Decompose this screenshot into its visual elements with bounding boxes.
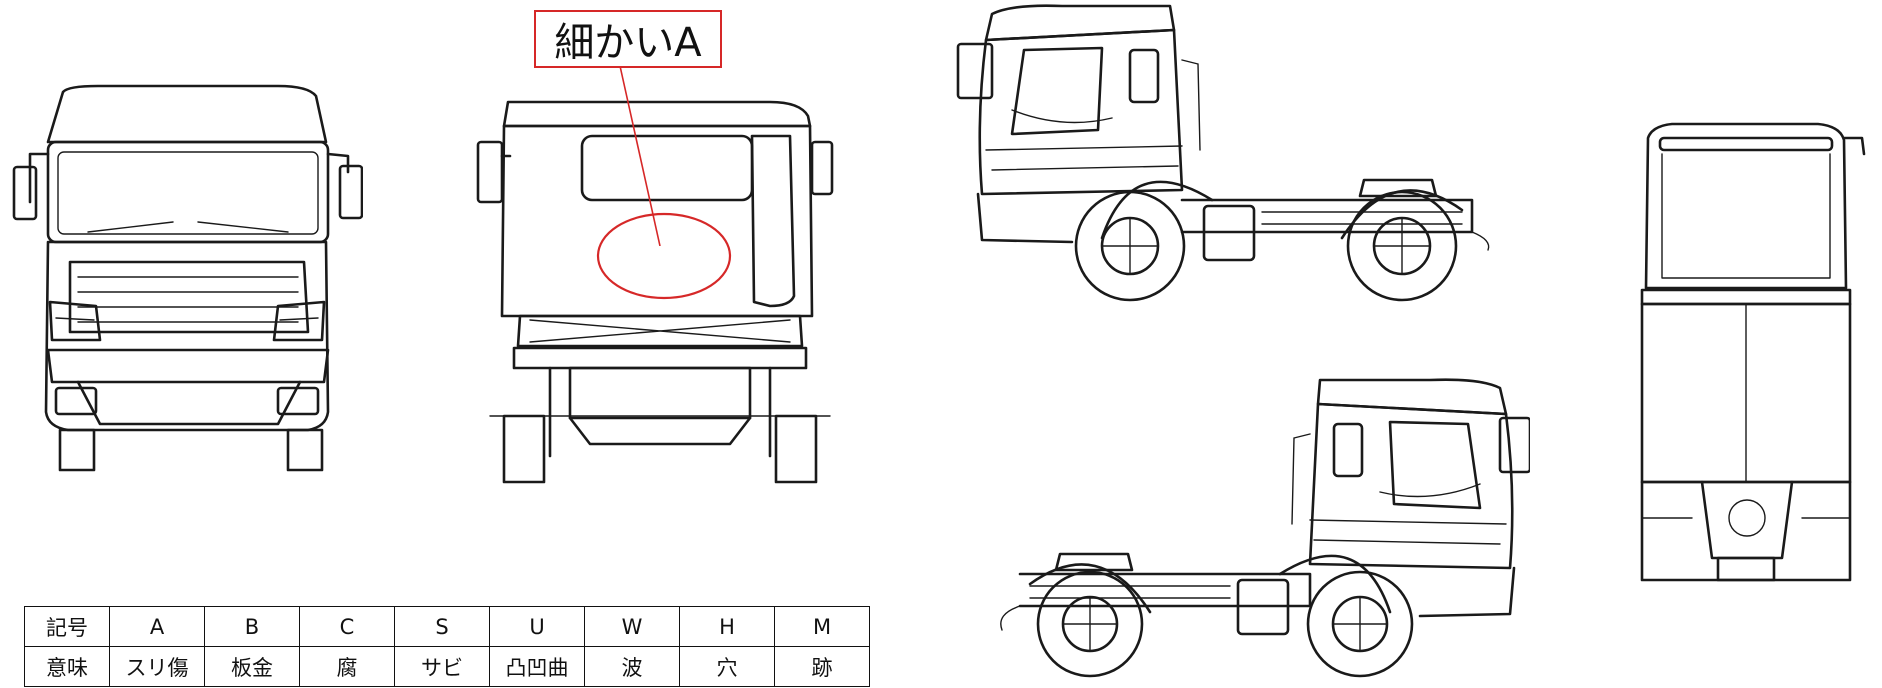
legend-meaning: サビ (394, 646, 490, 687)
right-side-view (1000, 378, 1530, 678)
legend-meaning: 穴 (679, 646, 775, 687)
legend-code: H (679, 606, 775, 647)
legend-code: B (204, 606, 300, 647)
legend-code: A (109, 606, 205, 647)
damage-callout-label: 細かいA (534, 10, 722, 68)
legend-meaning: 波 (584, 646, 680, 687)
legend-codes-row: 記号 A B C S U W H M (24, 606, 870, 647)
legend-code: U (489, 606, 585, 647)
legend-meaning: スリ傷 (109, 646, 205, 687)
legend-meaning-label: 意味 (24, 646, 110, 687)
callout-leader-line (619, 66, 661, 246)
legend-meaning: 板金 (204, 646, 300, 687)
top-view (1640, 122, 1866, 582)
legend-meaning: 跡 (774, 646, 870, 687)
legend-meanings-row: 意味 スリ傷 板金 腐 サビ 凸凹曲 波 穴 跡 (24, 646, 870, 687)
rear-view (476, 100, 834, 484)
legend-code: C (299, 606, 395, 647)
legend-meaning: 腐 (299, 646, 395, 687)
front-view (12, 84, 363, 472)
legend-code: S (394, 606, 490, 647)
legend-header-label: 記号 (24, 606, 110, 647)
damage-code-legend-table: 記号 A B C S U W H M 意味 スリ傷 板金 腐 サビ 凸凹曲 波 … (24, 606, 870, 687)
legend-meaning: 凸凹曲 (489, 646, 585, 687)
left-side-view (956, 4, 1490, 302)
legend-code: M (774, 606, 870, 647)
legend-code: W (584, 606, 680, 647)
